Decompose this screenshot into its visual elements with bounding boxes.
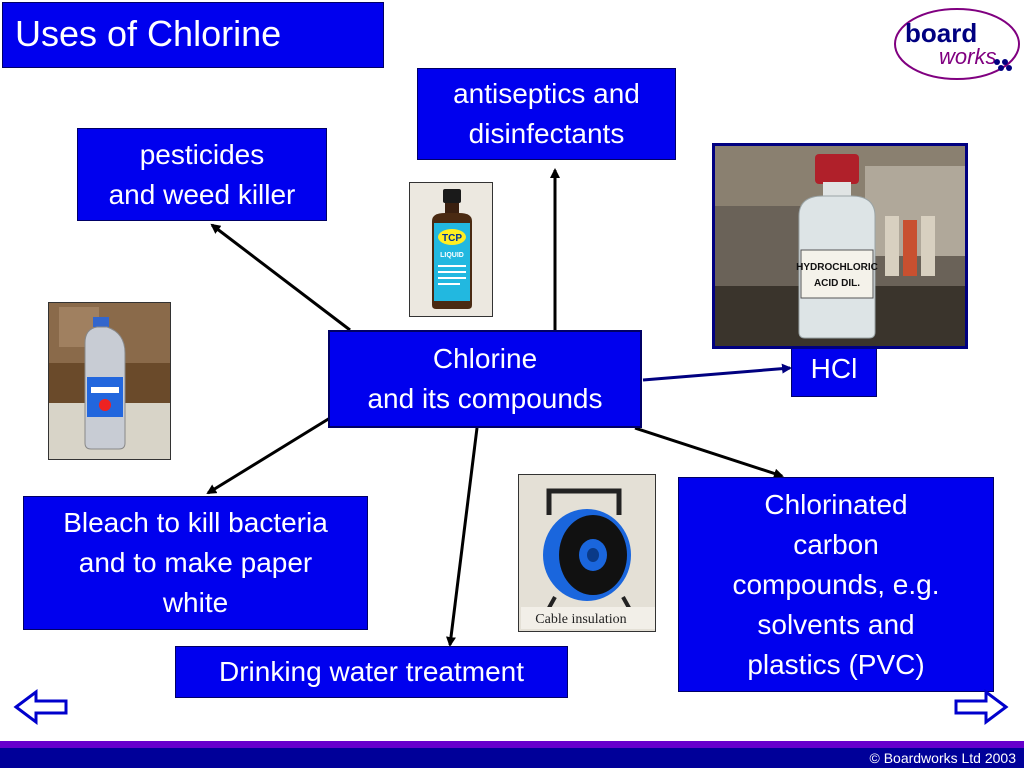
footer-stripe xyxy=(0,741,1024,748)
tcp-bottle-photo: TCP LIQUID xyxy=(409,182,493,317)
boardworks-logo: board works xyxy=(893,6,1021,82)
arrow-to-hcl xyxy=(642,363,792,382)
node-water-treatment: Drinking water treatment xyxy=(175,646,568,698)
svg-text:LIQUID: LIQUID xyxy=(440,252,464,259)
bleach-bottle-photo xyxy=(48,302,171,460)
svg-text:Cable insulation: Cable insulation xyxy=(535,612,626,627)
cable-reel-photo: Cable insulation xyxy=(518,474,656,632)
node-antiseptics: antiseptics and disinfectants xyxy=(417,68,676,160)
next-slide-button[interactable] xyxy=(952,688,1010,726)
page-title: Uses of Chlorine xyxy=(2,2,384,68)
arrow-left-icon xyxy=(13,689,68,725)
node-chlorinated-carbon: Chlorinated carbon compounds, e.g. solve… xyxy=(678,477,994,692)
arrow-to-bleach xyxy=(206,416,331,495)
svg-text:HYDROCHLORIC: HYDROCHLORIC xyxy=(796,262,878,273)
arrow-right-icon xyxy=(954,689,1009,725)
svg-text:TCP: TCP xyxy=(442,233,462,244)
node-pesticides: pesticides and weed killer xyxy=(77,128,327,221)
footer-bar xyxy=(0,748,1024,768)
arrow-to-water xyxy=(446,427,479,647)
svg-text:board: board xyxy=(905,18,977,48)
svg-text:works: works xyxy=(939,44,996,69)
node-hcl: HCl xyxy=(791,340,877,397)
copyright-text: © Boardworks Ltd 2003 xyxy=(869,750,1016,766)
arrow-to-chlorinated xyxy=(634,426,784,479)
prev-slide-button[interactable] xyxy=(12,688,70,726)
hcl-bottle-photo: HYDROCHLORIC ACID DIL. xyxy=(712,143,968,349)
node-center-chlorine: Chlorine and its compounds xyxy=(328,330,642,428)
arrow-to-pesticides xyxy=(210,223,351,332)
svg-text:ACID DIL.: ACID DIL. xyxy=(814,278,860,289)
node-bleach: Bleach to kill bacteria and to make pape… xyxy=(23,496,368,630)
